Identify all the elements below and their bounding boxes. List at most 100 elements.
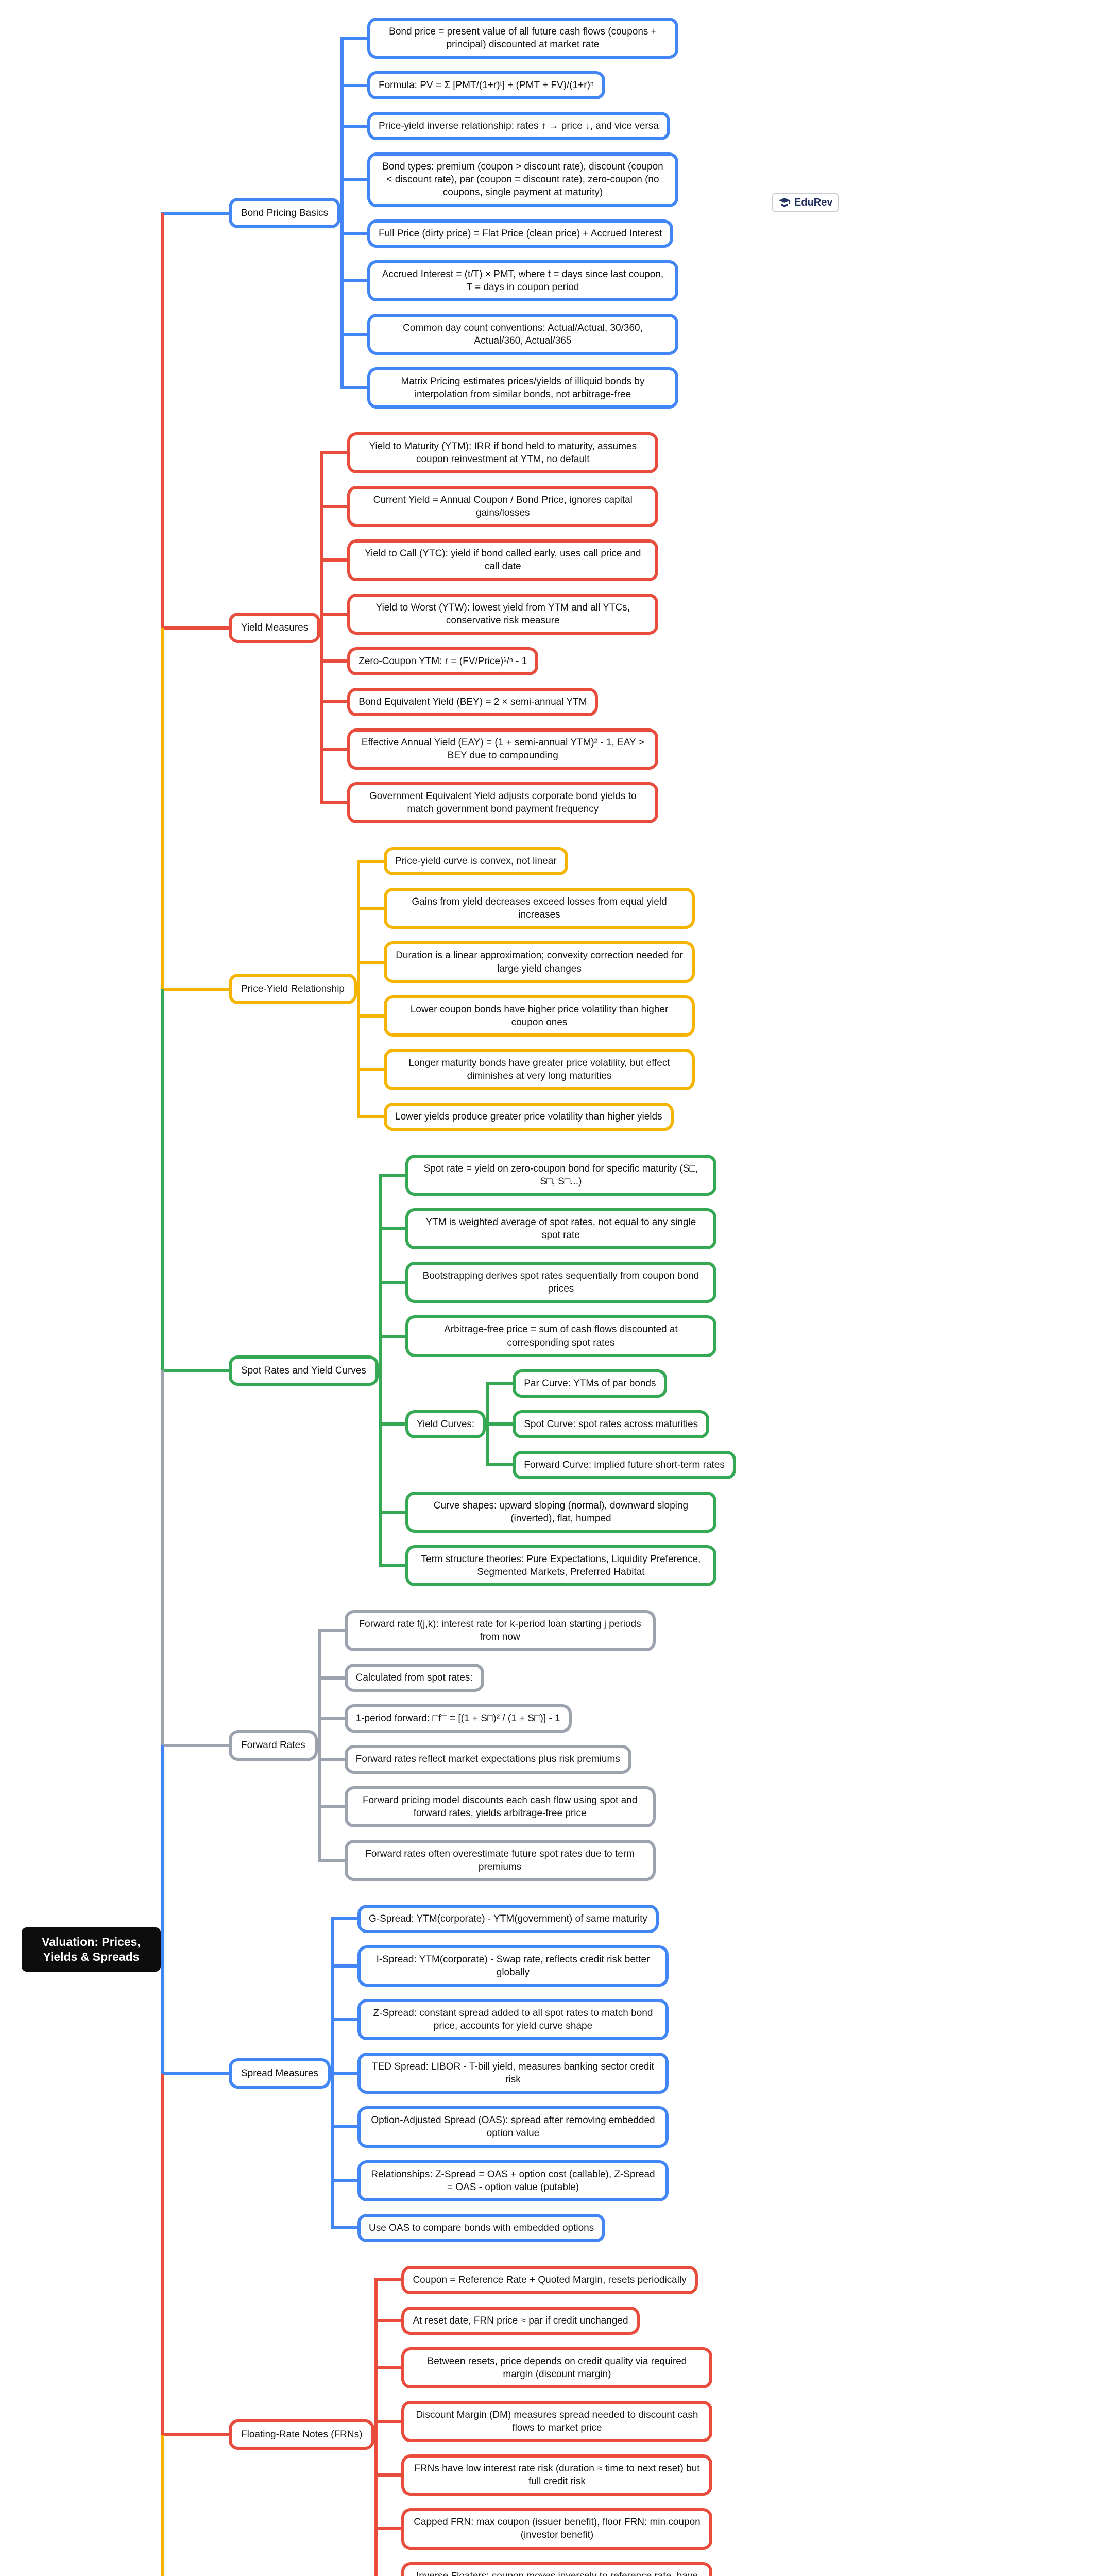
mindmap-node: Forward Curve: implied future short-term…: [513, 1450, 736, 1479]
node-row: Inverse Floaters: coupon moves inversely…: [374, 2562, 713, 2576]
mindmap-node: Capped FRN: max coupon (issuer benefit),…: [401, 2508, 713, 2550]
connector-line: [340, 38, 344, 86]
connector-line: [317, 1805, 345, 1808]
children-group: Bond price = present value of all future…: [340, 18, 678, 409]
connector-line: [340, 386, 367, 390]
connector-line: [161, 989, 164, 1370]
connector-line: [378, 1175, 382, 1229]
connector-line: [317, 1631, 321, 1678]
connector-line: [330, 1965, 334, 2020]
branch-node: Bond Pricing Basics: [229, 198, 340, 229]
mindmap-node: Forward rates reflect market expectation…: [344, 1745, 631, 1774]
children-group: Coupon = Reference Rate + Quoted Margin,…: [374, 2265, 713, 2576]
connector-line: [330, 2180, 334, 2228]
connector-line: [486, 1422, 513, 1426]
connector-line: [374, 2527, 402, 2531]
connector-line: [330, 1919, 334, 1966]
node-row: Yield to Maturity (YTM): IRR if bond hel…: [320, 432, 659, 474]
connector-line: [486, 1383, 489, 1425]
node-row: Lower yields produce greater price volat…: [357, 1102, 695, 1131]
node-row: I-Spread: YTM(corporate) - Swap rate, re…: [330, 1945, 669, 1987]
connector-line: [161, 1745, 164, 2074]
connector-line: [374, 2529, 378, 2576]
node-row: Calculated from spot rates:: [317, 1664, 656, 1692]
connector-line: [320, 453, 324, 507]
connector-line: [374, 2280, 378, 2321]
connector-line: [340, 178, 367, 181]
node-row: Bond price = present value of all future…: [340, 18, 678, 59]
node-row: Curve shapes: upward sloping (normal), d…: [378, 1491, 736, 1533]
connector-line: [378, 1424, 382, 1512]
mindmap-node: TED Spread: LIBOR - T-bill yield, measur…: [357, 2053, 669, 2094]
connector-line: [317, 1759, 321, 1807]
node-row: Gains from yield decreases exceed losses…: [357, 888, 695, 929]
connector-line: [340, 332, 367, 336]
connector-line: [330, 2018, 357, 2022]
connector-line: [374, 2319, 402, 2323]
node-row: Matrix Pricing estimates prices/yields o…: [340, 367, 678, 409]
connector-line: [374, 2421, 378, 2475]
node-row: Zero-Coupon YTM: r = (FV/Price)¹/ⁿ - 1: [320, 647, 658, 675]
branch-node: Floating-Rate Notes (FRNs): [229, 2419, 375, 2450]
node-row: Arbitrage-free price = sum of cash flows…: [378, 1315, 736, 1357]
mindmap-node: Full Price (dirty price) = Flat Price (c…: [367, 219, 674, 248]
mindmap-node: YTM is weighted average of spot rates, n…: [405, 1208, 716, 1250]
branches-group: Bond Pricing Basics Bond price = present …: [161, 18, 736, 2576]
node-row: Use OAS to compare bonds with embedded o…: [330, 2213, 669, 2242]
mindmap-node: Price-yield inverse relationship: rates …: [367, 112, 670, 141]
mindmap-node: Duration is a linear approximation; conv…: [384, 941, 695, 983]
connector-line: [340, 37, 367, 40]
branch-row: Bond Pricing Basics Bond price = present …: [161, 18, 736, 409]
connector-line: [317, 1629, 345, 1633]
mindmap-subbranch-node: Yield Curves:: [405, 1410, 486, 1438]
node-row: Full Price (dirty price) = Flat Price (c…: [340, 219, 678, 248]
node-row: Duration is a linear approximation; conv…: [357, 941, 695, 983]
mindmap-node: Lower yields produce greater price volat…: [384, 1102, 674, 1131]
connector-line: [340, 279, 367, 282]
connector-line: [374, 2473, 402, 2477]
node-row: Common day count conventions: Actual/Act…: [340, 313, 678, 355]
mindmap-node: Matrix Pricing estimates prices/yields o…: [367, 367, 678, 409]
node-row: Bond Equivalent Yield (BEY) = 2 × semi-a…: [320, 687, 658, 716]
mindmap-node: Common day count conventions: Actual/Act…: [367, 313, 678, 355]
connector-line: [317, 1757, 345, 1761]
mindmap-node: Option-Adjusted Spread (OAS): spread aft…: [357, 2106, 669, 2148]
connector-line: [486, 1463, 513, 1467]
mindmap-node: Bootstrapping derives spot rates sequent…: [405, 1262, 716, 1303]
mindmap-node: Yield to Call (YTC): yield if bond calle…: [347, 539, 659, 581]
connector-line: [340, 124, 367, 128]
connector-line: [320, 749, 324, 803]
mindmap-node: I-Spread: YTM(corporate) - Swap rate, re…: [357, 1945, 669, 1987]
connector-line: [357, 1070, 361, 1117]
mindmap-node: FRNs have low interest rate risk (durati…: [401, 2454, 713, 2496]
connector-line: [378, 1564, 405, 1568]
connector-line: [161, 2073, 164, 2435]
mindmap-node: Curve shapes: upward sloping (normal), d…: [405, 1491, 716, 1533]
node-row: 1-period forward: □f□ = [(1 + S□)² / (1 …: [317, 1704, 656, 1733]
mindmap-node: Forward rates often overestimate future …: [344, 1839, 656, 1881]
node-row: Term structure theories: Pure Expectatio…: [378, 1545, 736, 1587]
node-row: Formula: PV = Σ [PMT/(1+r)ᵗ] + (PMT + FV…: [340, 71, 678, 100]
connector-line: [486, 1424, 489, 1465]
mindmap-node: Longer maturity bonds have greater price…: [384, 1048, 695, 1090]
connector-line: [357, 1015, 361, 1070]
connector-line: [378, 1174, 405, 1177]
node-row: Par Curve: YTMs of par bonds: [486, 1369, 736, 1398]
mindmap-node: Bond Equivalent Yield (BEY) = 2 × semi-a…: [347, 687, 599, 716]
connector-line: [340, 83, 367, 87]
node-row: Lower coupon bonds have higher price vol…: [357, 995, 695, 1037]
connector-line: [357, 861, 361, 909]
node-row: YTM is weighted average of spot rates, n…: [378, 1208, 736, 1250]
connector-line: [317, 1718, 321, 1759]
connector-line: [378, 1281, 405, 1284]
connector-line: [330, 2127, 334, 2181]
connector-line: [330, 2073, 334, 2127]
connector-line: [374, 2367, 378, 2421]
node-row: G-Spread: YTM(corporate) - YTM(governmen…: [330, 1904, 669, 1933]
